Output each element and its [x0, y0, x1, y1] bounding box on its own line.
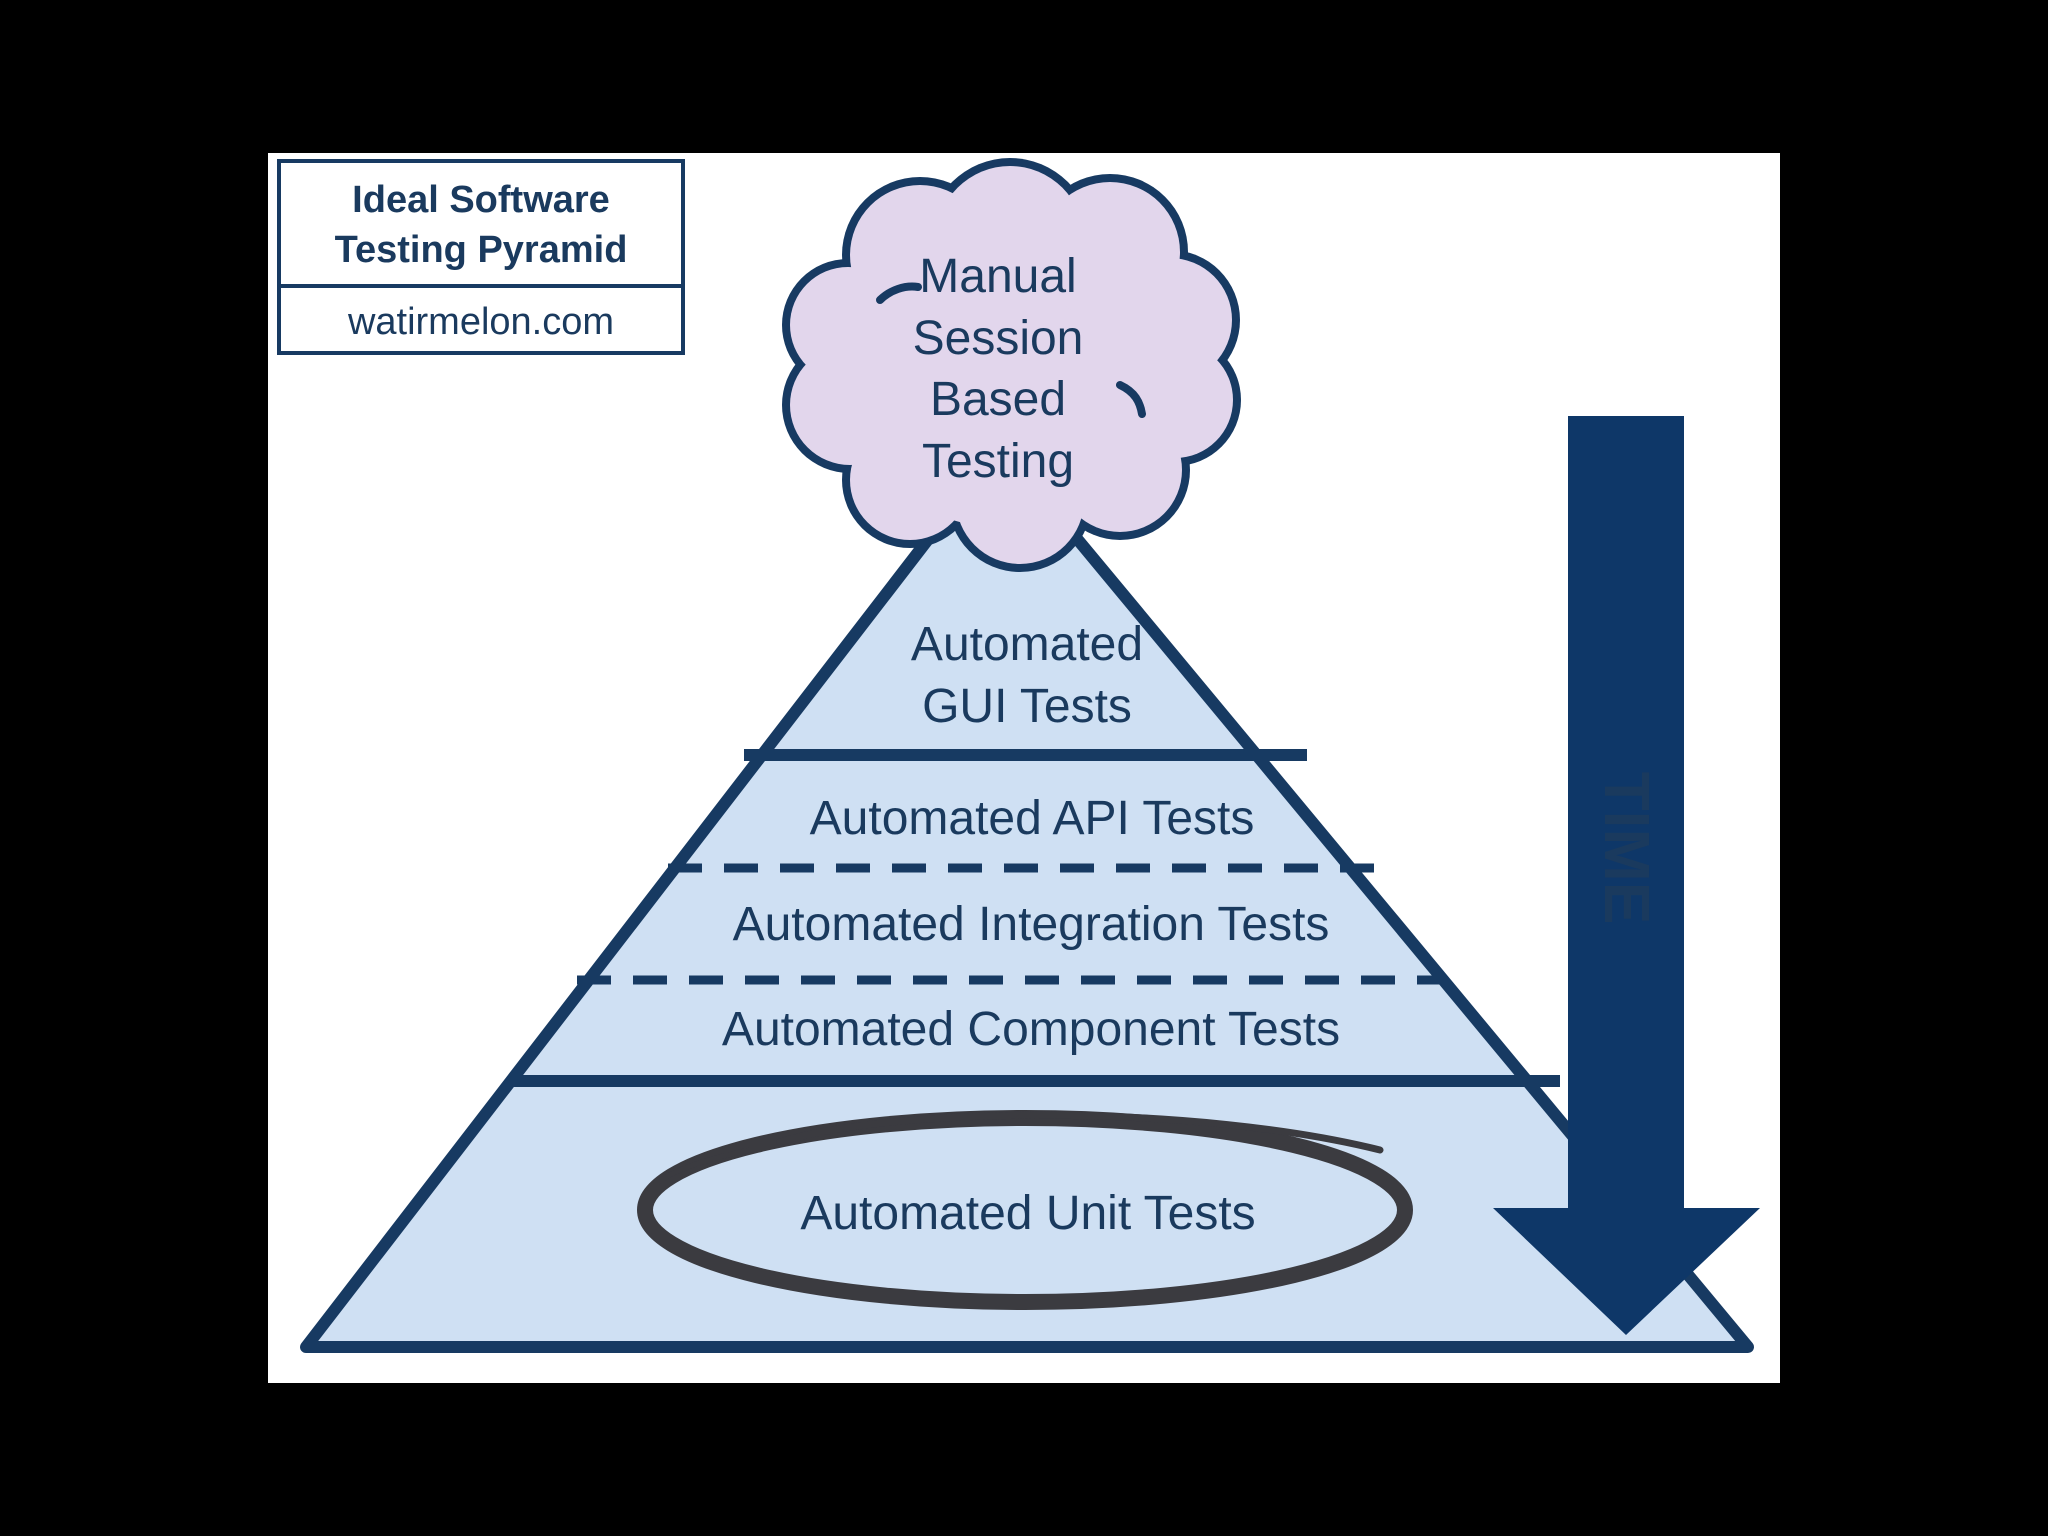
pyramid [300, 440, 1754, 1353]
cloud-line-4: Testing [922, 435, 1074, 488]
pyramid-body [300, 440, 1754, 1353]
layer-gui-line-1: Automated [911, 618, 1143, 671]
title-line-1: Ideal Software [352, 179, 610, 221]
arrow-icon [1493, 416, 1760, 1335]
time-label: TIME [1591, 772, 1663, 925]
title-site: watirmelon.com [347, 301, 614, 343]
layer-component: Automated Component Tests [722, 1003, 1340, 1056]
layer-unit: Automated Unit Tests [800, 1187, 1255, 1240]
title-line-2: Testing Pyramid [335, 229, 628, 271]
time-arrow: TIME [1493, 416, 1760, 1335]
manual-testing-cloud [782, 158, 1241, 572]
layer-api: Automated API Tests [810, 792, 1255, 845]
title-box: Ideal Software Testing Pyramid watirmelo… [277, 159, 685, 355]
layer-integration: Automated Integration Tests [733, 898, 1330, 951]
layer-gui-line-2: GUI Tests [922, 680, 1132, 733]
cloud-line-3: Based [930, 373, 1066, 426]
cloud-line-2: Session [913, 312, 1084, 365]
cloud-line-1: Manual [919, 250, 1076, 303]
unit-highlight-circle [637, 1110, 1413, 1310]
